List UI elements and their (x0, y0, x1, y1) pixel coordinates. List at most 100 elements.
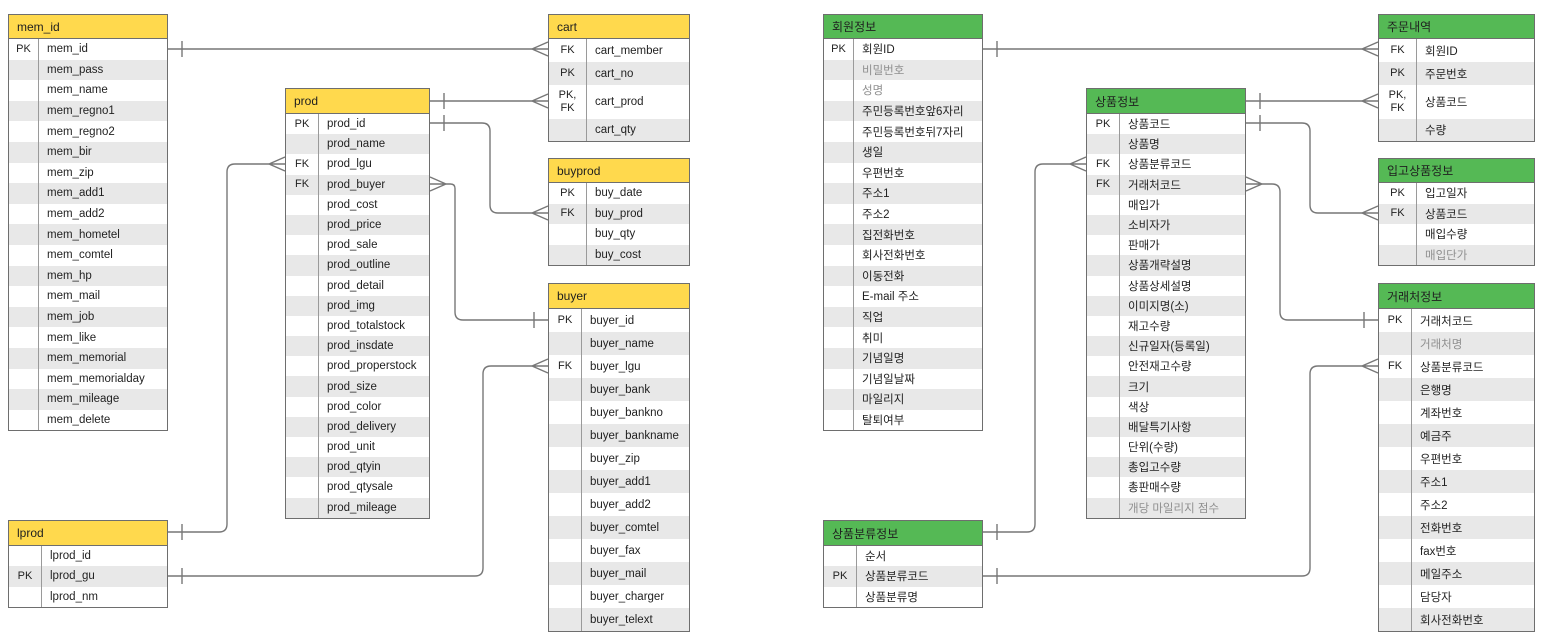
table-row: mem_hp (9, 265, 167, 287)
table-row: mem_memorialday (9, 368, 167, 390)
table-row: mem_comtel (9, 244, 167, 266)
row-field-name: 상품분류명 (865, 591, 918, 604)
row-field-name: prod_sale (327, 239, 378, 252)
row-key-badge: PK (1379, 183, 1417, 204)
table-row: prod_properstock (286, 356, 429, 377)
row-field-name: 안전재고수량 (1128, 361, 1192, 374)
table-row: 탈퇴여부 (824, 409, 982, 431)
row-field-name: prod_properstock (327, 360, 417, 373)
row-field-name: buyer_zip (590, 452, 640, 465)
row-key-badge (824, 347, 854, 369)
table-row: 배달특기사항 (1087, 416, 1245, 437)
row-key-badge (286, 336, 319, 357)
table-title: buyprod (549, 159, 689, 183)
table-row: E-mail 주소 (824, 286, 982, 307)
row-field-name: prod_price (327, 219, 382, 232)
row-field-name: buyer_fax (590, 544, 641, 557)
row-field-name: 회사전화번호 (1420, 614, 1484, 627)
row-key-badge: PK (824, 566, 857, 587)
table-row: prod_insdate (286, 336, 429, 357)
row-field-name: buy_cost (595, 248, 642, 261)
connector-prod_id-to-buy_prod[interactable] (430, 122, 532, 214)
row-key-badge (549, 244, 587, 265)
table-row: 총판매수량 (1087, 477, 1245, 498)
row-key-badge (1087, 477, 1120, 498)
table-title: 회원정보 (824, 15, 982, 39)
row-field-name: 입고일자 (1425, 188, 1468, 201)
table-row: 주민등록번호앞6자리 (824, 100, 982, 122)
row-field-name: prod_name (327, 138, 386, 151)
row-field-name: prod_cost (327, 198, 378, 211)
row-key-badge (824, 80, 854, 101)
crow-foot-marker (531, 205, 549, 221)
table-row: cart_qty (549, 119, 689, 141)
row-field-name: 상품명 (1128, 139, 1160, 152)
row-field-name: 수량 (1425, 125, 1447, 137)
table-row: mem_memorial (9, 347, 167, 369)
row-key-badge: PK (1087, 114, 1120, 135)
connector-catcode-to-vendor_catcode[interactable] (983, 365, 1362, 577)
row-key-badge (286, 457, 319, 478)
table-row: 거래처명 (1379, 332, 1534, 355)
row-key-badge (549, 585, 582, 608)
table-title: 주문내역 (1379, 15, 1534, 39)
connector-category-to-product_catcode[interactable] (983, 163, 1070, 533)
row-field-name: prod_mileage (327, 501, 397, 514)
row-key-badge (549, 224, 587, 245)
row-field-name: mem_add1 (47, 187, 105, 200)
row-key-badge (9, 286, 39, 307)
row-field-name: buyer_charger (590, 590, 665, 603)
table-row: 상품명 (1087, 134, 1245, 155)
connector-prodcode-to-inbound_prodcode[interactable] (1246, 122, 1362, 214)
row-field-name: lprod_id (50, 550, 91, 563)
row-key-badge (824, 327, 854, 348)
row-key-badge (824, 141, 854, 163)
row-field-name: prod_lgu (327, 158, 372, 171)
connector-vendorcode-to-product_vendor[interactable] (1262, 183, 1378, 321)
connector-lprod-to-prod_lgu[interactable] (168, 163, 269, 533)
row-key-badge (1087, 497, 1120, 518)
table-row: 은행명 (1379, 378, 1534, 401)
row-field-name: prod_delivery (327, 420, 397, 433)
row-key-badge (9, 244, 39, 266)
row-field-name: 예금주 (1420, 430, 1452, 443)
row-field-name: prod_qtyin (327, 461, 381, 474)
row-field-name: buy_prod (595, 207, 643, 220)
table-row: prod_qtysale (286, 477, 429, 498)
connector-buyer_id-to-prod_buyer[interactable] (446, 183, 548, 321)
table-row: 우편번호 (824, 162, 982, 184)
row-key-badge (286, 477, 319, 498)
row-key-badge (549, 401, 582, 424)
row-key-badge: FK (1379, 355, 1412, 378)
row-field-name: buy_qty (595, 228, 636, 241)
table-row: buyer_zip (549, 447, 689, 470)
row-key-badge (9, 586, 42, 607)
table-row: prod_outline (286, 255, 429, 276)
row-key-badge (1087, 457, 1120, 478)
connector-lprod_gu-to-buyer_lgu[interactable] (168, 365, 532, 577)
row-key-badge (9, 203, 39, 225)
row-key-badge (1379, 378, 1412, 401)
table-row: 전화번호 (1379, 516, 1534, 539)
row-field-name: 주소2 (862, 209, 890, 222)
row-field-name: prod_color (327, 400, 382, 413)
